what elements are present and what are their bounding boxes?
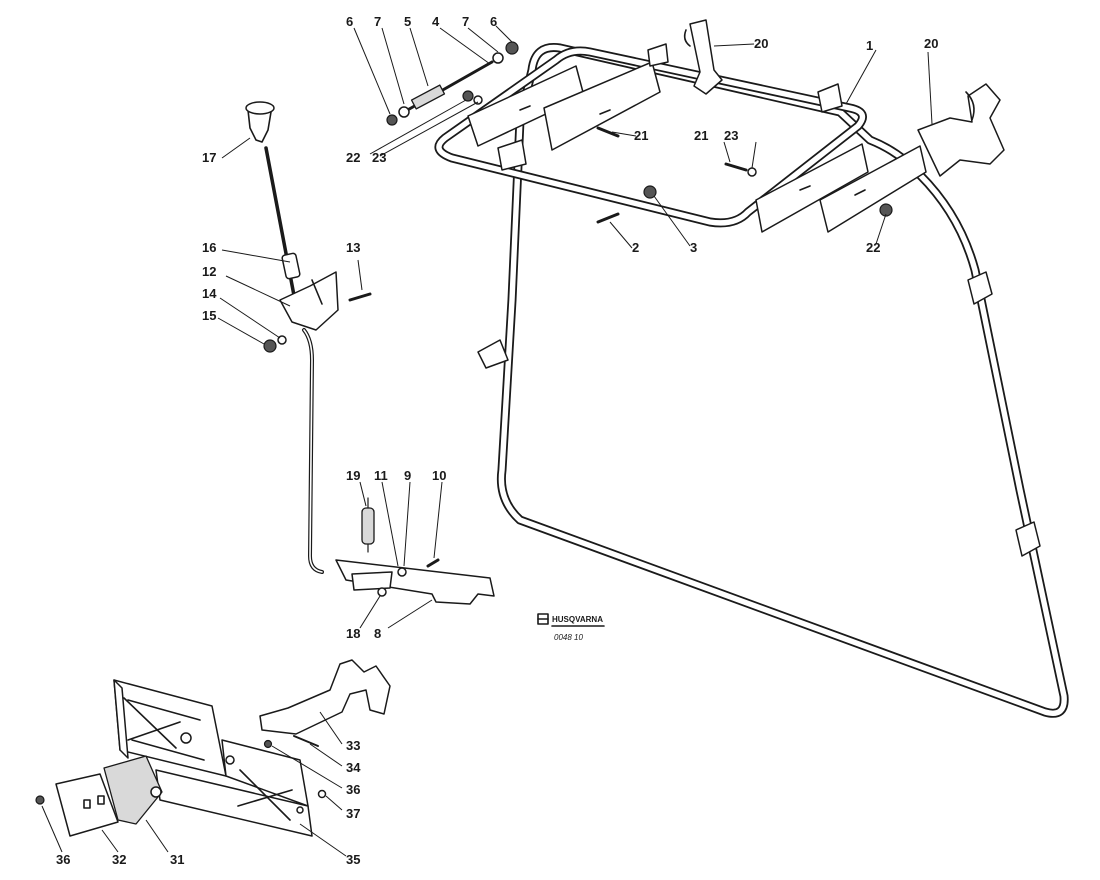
callout-11: 11 xyxy=(374,468,388,483)
frame-mounting-plates xyxy=(467,61,927,233)
linkage-lever-assembly xyxy=(335,497,495,605)
callout-23-right: 23 xyxy=(724,128,738,143)
callout-leader-lines xyxy=(41,25,933,857)
callout-20-left: 20 xyxy=(754,36,768,51)
callout-6-right: 6 xyxy=(490,14,497,29)
callout-34: 34 xyxy=(346,760,361,775)
callout-19: 19 xyxy=(346,468,360,483)
callout-32: 32 xyxy=(112,852,126,867)
callout-13: 13 xyxy=(346,240,360,255)
callout-36-right: 36 xyxy=(346,782,360,797)
hook-bracket-part-20-left xyxy=(683,19,723,95)
callout-1: 1 xyxy=(866,38,873,53)
callout-21-right: 21 xyxy=(694,128,708,143)
callout-31: 31 xyxy=(170,852,184,867)
callout-12: 12 xyxy=(202,264,216,279)
callout-17: 17 xyxy=(202,150,216,165)
seat-switch-bracket-assembly xyxy=(35,659,391,837)
callout-9: 9 xyxy=(404,468,411,483)
callout-20-right: 20 xyxy=(924,36,938,51)
spacer-bolt-assembly xyxy=(386,41,519,126)
callout-4: 4 xyxy=(432,14,440,29)
callout-5: 5 xyxy=(404,14,411,29)
callout-22-left: 22 xyxy=(346,150,360,165)
callout-36-left: 36 xyxy=(56,852,70,867)
callout-16: 16 xyxy=(202,240,216,255)
callout-labels: 1 2 3 4 5 6 6 7 7 8 9 10 11 12 13 14 15 … xyxy=(56,14,938,867)
callout-10: 10 xyxy=(432,468,446,483)
frame-tube-part-1 xyxy=(434,42,1069,718)
drawing-code: 0048 10 xyxy=(554,633,583,642)
callout-3: 3 xyxy=(690,240,697,255)
frame-small-bracket xyxy=(817,83,843,113)
callout-8: 8 xyxy=(374,626,381,641)
manufacturer-logo: HUSQVARNA xyxy=(537,613,605,627)
callout-14: 14 xyxy=(202,286,217,301)
callout-23-left: 23 xyxy=(372,150,386,165)
callout-7-right: 7 xyxy=(462,14,469,29)
hook-bracket-part-20-right xyxy=(917,83,1005,177)
callout-6-left: 6 xyxy=(346,14,353,29)
callout-7-left: 7 xyxy=(374,14,381,29)
callout-22-right: 22 xyxy=(866,240,880,255)
callout-15: 15 xyxy=(202,308,216,323)
callout-21-left: 21 xyxy=(634,128,648,143)
callout-33: 33 xyxy=(346,738,360,753)
frame-small-bracket-top xyxy=(647,43,669,67)
callout-37: 37 xyxy=(346,806,360,821)
logo-text: HUSQVARNA xyxy=(552,615,603,624)
lift-lever-rod-assembly xyxy=(245,101,372,574)
callout-18: 18 xyxy=(346,626,360,641)
callout-35: 35 xyxy=(346,852,360,867)
callout-2: 2 xyxy=(632,240,639,255)
frame-tube-clips xyxy=(477,271,1041,557)
